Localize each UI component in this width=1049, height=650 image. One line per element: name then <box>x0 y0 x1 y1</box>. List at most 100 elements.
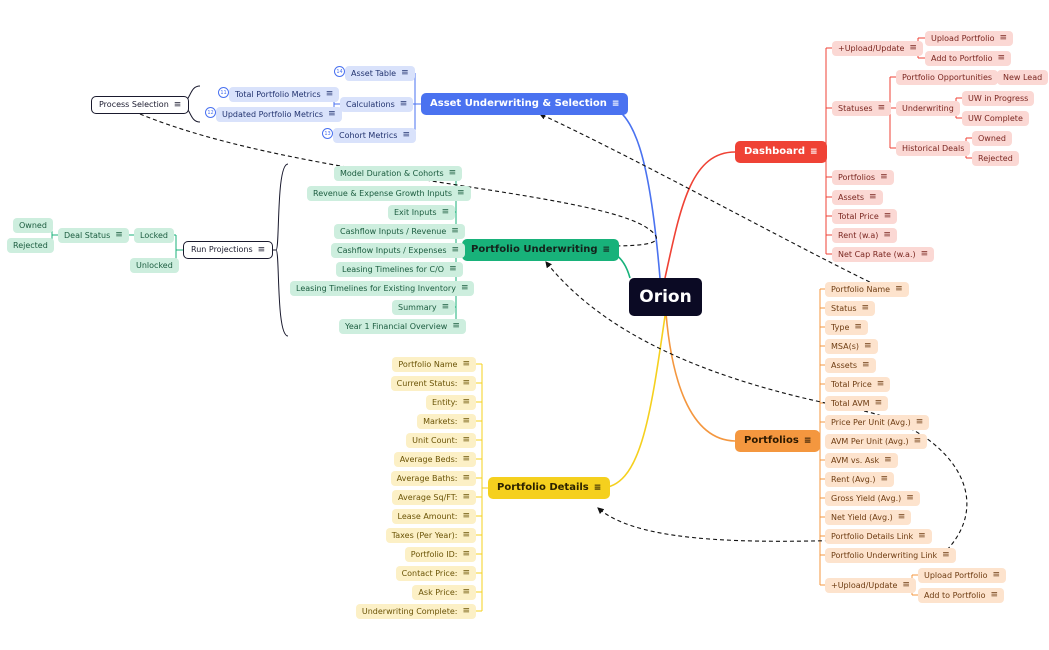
portfolios-item[interactable]: Gross Yield (Avg.)≡ <box>825 491 920 506</box>
notes-icon[interactable]: ≡ <box>803 435 812 446</box>
portfolios-item[interactable]: Price Per Unit (Avg.)≡ <box>825 415 930 430</box>
notes-icon[interactable]: ≡ <box>399 99 408 109</box>
notes-icon[interactable]: ≡ <box>997 53 1006 63</box>
details-item[interactable]: Markets:≡ <box>417 414 476 429</box>
portfolio-uw-item[interactable]: Year 1 Financial Overview≡ <box>339 319 466 334</box>
dashboard-portfolio-opportunities[interactable]: Portfolio Opportunities <box>896 70 999 85</box>
details-item[interactable]: Average Beds:≡ <box>393 452 476 467</box>
notes-icon[interactable]: ≡ <box>895 284 903 294</box>
portfolio-uw-item[interactable]: Revenue & Expense Growth Inputs≡ <box>307 186 471 201</box>
notes-icon[interactable]: ≡ <box>462 511 470 521</box>
notes-icon[interactable]: ≡ <box>462 454 470 464</box>
process-selection[interactable]: Process Selection≡ <box>91 96 190 114</box>
dashboard-item[interactable]: Net Cap Rate (w.a.)≡ <box>832 247 935 262</box>
notes-icon[interactable]: ≡ <box>462 416 470 426</box>
portfolio-uw-item[interactable]: Leasing Timelines for Existing Inventory… <box>290 281 475 296</box>
dashboard-add-to-portfolio[interactable]: Add to Portfolio≡ <box>925 51 1012 66</box>
dashboard-underwriting[interactable]: Underwriting <box>896 101 960 116</box>
dashboard-owned[interactable]: Owned <box>972 131 1012 146</box>
notes-icon[interactable]: ≡ <box>915 417 924 427</box>
dashboard-item[interactable]: Portfolios≡ <box>832 170 894 185</box>
notes-icon[interactable]: ≡ <box>441 207 450 217</box>
notes-icon[interactable]: ≡ <box>942 550 950 560</box>
notes-icon[interactable]: ≡ <box>909 43 917 53</box>
notes-icon[interactable]: ≡ <box>115 230 123 240</box>
dashboard-item[interactable]: Assets≡ <box>832 190 883 205</box>
notes-icon[interactable]: ≡ <box>462 378 470 388</box>
notes-icon[interactable]: ≡ <box>325 89 334 99</box>
notes-icon[interactable]: ≡ <box>861 303 870 313</box>
asset-table[interactable]: Asset Table≡ <box>345 66 415 81</box>
notes-icon[interactable]: ≡ <box>402 130 410 140</box>
notes-icon[interactable]: ≡ <box>451 245 460 255</box>
notes-icon[interactable]: ≡ <box>449 264 457 274</box>
notes-icon[interactable]: ≡ <box>902 580 910 590</box>
branch-dashboard[interactable]: Dashboard≡ <box>735 141 827 163</box>
portfolios-item[interactable]: Total Price≡ <box>825 377 891 392</box>
dashboard-uw-complete[interactable]: UW Complete <box>962 111 1029 126</box>
portfolios-item[interactable]: Portfolio Underwriting Link≡ <box>825 548 956 563</box>
notes-icon[interactable]: ≡ <box>897 512 906 522</box>
details-item[interactable]: Current Status:≡ <box>390 376 476 391</box>
portfolios-item[interactable]: AVM vs. Ask≡ <box>825 453 898 468</box>
deal-status[interactable]: Deal Status≡ <box>58 228 129 243</box>
dashboard-item[interactable]: Total Price≡ <box>832 209 898 224</box>
portfolios-item[interactable]: Portfolio Name≡ <box>825 282 909 297</box>
portfolios-upload-update[interactable]: +Upload/Update≡ <box>825 578 916 593</box>
portfolio-uw-item[interactable]: Exit Inputs≡ <box>388 205 456 220</box>
notes-icon[interactable]: ≡ <box>918 531 926 541</box>
portfolios-upload-portfolio[interactable]: Upload Portfolio≡ <box>918 568 1007 583</box>
notes-icon[interactable]: ≡ <box>462 587 470 597</box>
portfolios-item[interactable]: AVM Per Unit (Avg.)≡ <box>825 434 928 449</box>
notes-icon[interactable]: ≡ <box>457 188 465 198</box>
notes-icon[interactable]: ≡ <box>462 492 470 502</box>
notes-icon[interactable]: ≡ <box>883 230 891 240</box>
notes-icon[interactable]: ≡ <box>854 322 862 332</box>
notes-icon[interactable]: ≡ <box>864 341 872 351</box>
notes-icon[interactable]: ≡ <box>992 570 1001 580</box>
portfolios-item[interactable]: Net Yield (Avg.)≡ <box>825 510 912 525</box>
notes-icon[interactable]: ≡ <box>173 99 182 110</box>
dashboard-uw-in-progress[interactable]: UW in Progress <box>962 91 1035 106</box>
dashboard-historical-deals[interactable]: Historical Deals <box>896 141 971 156</box>
notes-icon[interactable]: ≡ <box>462 549 470 559</box>
details-item[interactable]: Underwriting Complete:≡ <box>355 604 476 619</box>
portfolios-item[interactable]: Status≡ <box>825 301 876 316</box>
notes-icon[interactable]: ≡ <box>602 244 611 255</box>
branch-portfolios[interactable]: Portfolios≡ <box>735 430 821 452</box>
details-item[interactable]: Portfolio ID:≡ <box>404 547 476 562</box>
notes-icon[interactable]: ≡ <box>906 493 914 503</box>
dashboard-upload-update[interactable]: +Upload/Update≡ <box>832 41 923 56</box>
notes-icon[interactable]: ≡ <box>462 359 470 369</box>
details-item[interactable]: Ask Price:≡ <box>412 585 476 600</box>
portfolios-item[interactable]: Portfolio Details Link≡ <box>825 529 932 544</box>
dashboard-item[interactable]: Rent (w.a)≡ <box>832 228 897 243</box>
details-item[interactable]: Taxes (Per Year):≡ <box>385 528 476 543</box>
branch-portfolio-details[interactable]: Portfolio Details≡ <box>488 477 611 499</box>
notes-icon[interactable]: ≡ <box>810 146 818 157</box>
notes-icon[interactable]: ≡ <box>862 360 870 370</box>
dashboard-new-lead[interactable]: New Lead <box>997 70 1049 85</box>
notes-icon[interactable]: ≡ <box>460 283 469 293</box>
notes-icon[interactable]: ≡ <box>876 379 885 389</box>
details-item[interactable]: Portfolio Name≡ <box>392 357 476 372</box>
portfolios-item[interactable]: Total AVM≡ <box>825 396 889 411</box>
notes-icon[interactable]: ≡ <box>462 397 470 407</box>
notes-icon[interactable]: ≡ <box>869 192 877 202</box>
total-portfolio-metrics[interactable]: Total Portfolio Metrics≡ <box>229 87 340 102</box>
notes-icon[interactable]: ≡ <box>874 398 883 408</box>
notes-icon[interactable]: ≡ <box>462 435 470 445</box>
notes-icon[interactable]: ≡ <box>441 302 450 312</box>
notes-icon[interactable]: ≡ <box>884 455 892 465</box>
unlocked[interactable]: Unlocked <box>130 258 179 273</box>
notes-icon[interactable]: ≡ <box>462 568 470 578</box>
updated-portfolio-metrics[interactable]: Updated Portfolio Metrics≡ <box>216 107 342 122</box>
notes-icon[interactable]: ≡ <box>883 211 892 221</box>
dashboard-statuses[interactable]: Statuses≡ <box>832 101 892 116</box>
details-item[interactable]: Entity:≡ <box>425 395 476 410</box>
notes-icon[interactable]: ≡ <box>880 474 889 484</box>
notes-icon[interactable]: ≡ <box>462 473 470 483</box>
notes-icon[interactable]: ≡ <box>611 98 620 109</box>
details-item[interactable]: Average Sq/FT:≡ <box>392 490 476 505</box>
branch-asset-underwriting[interactable]: Asset Underwriting & Selection≡ <box>421 93 629 115</box>
